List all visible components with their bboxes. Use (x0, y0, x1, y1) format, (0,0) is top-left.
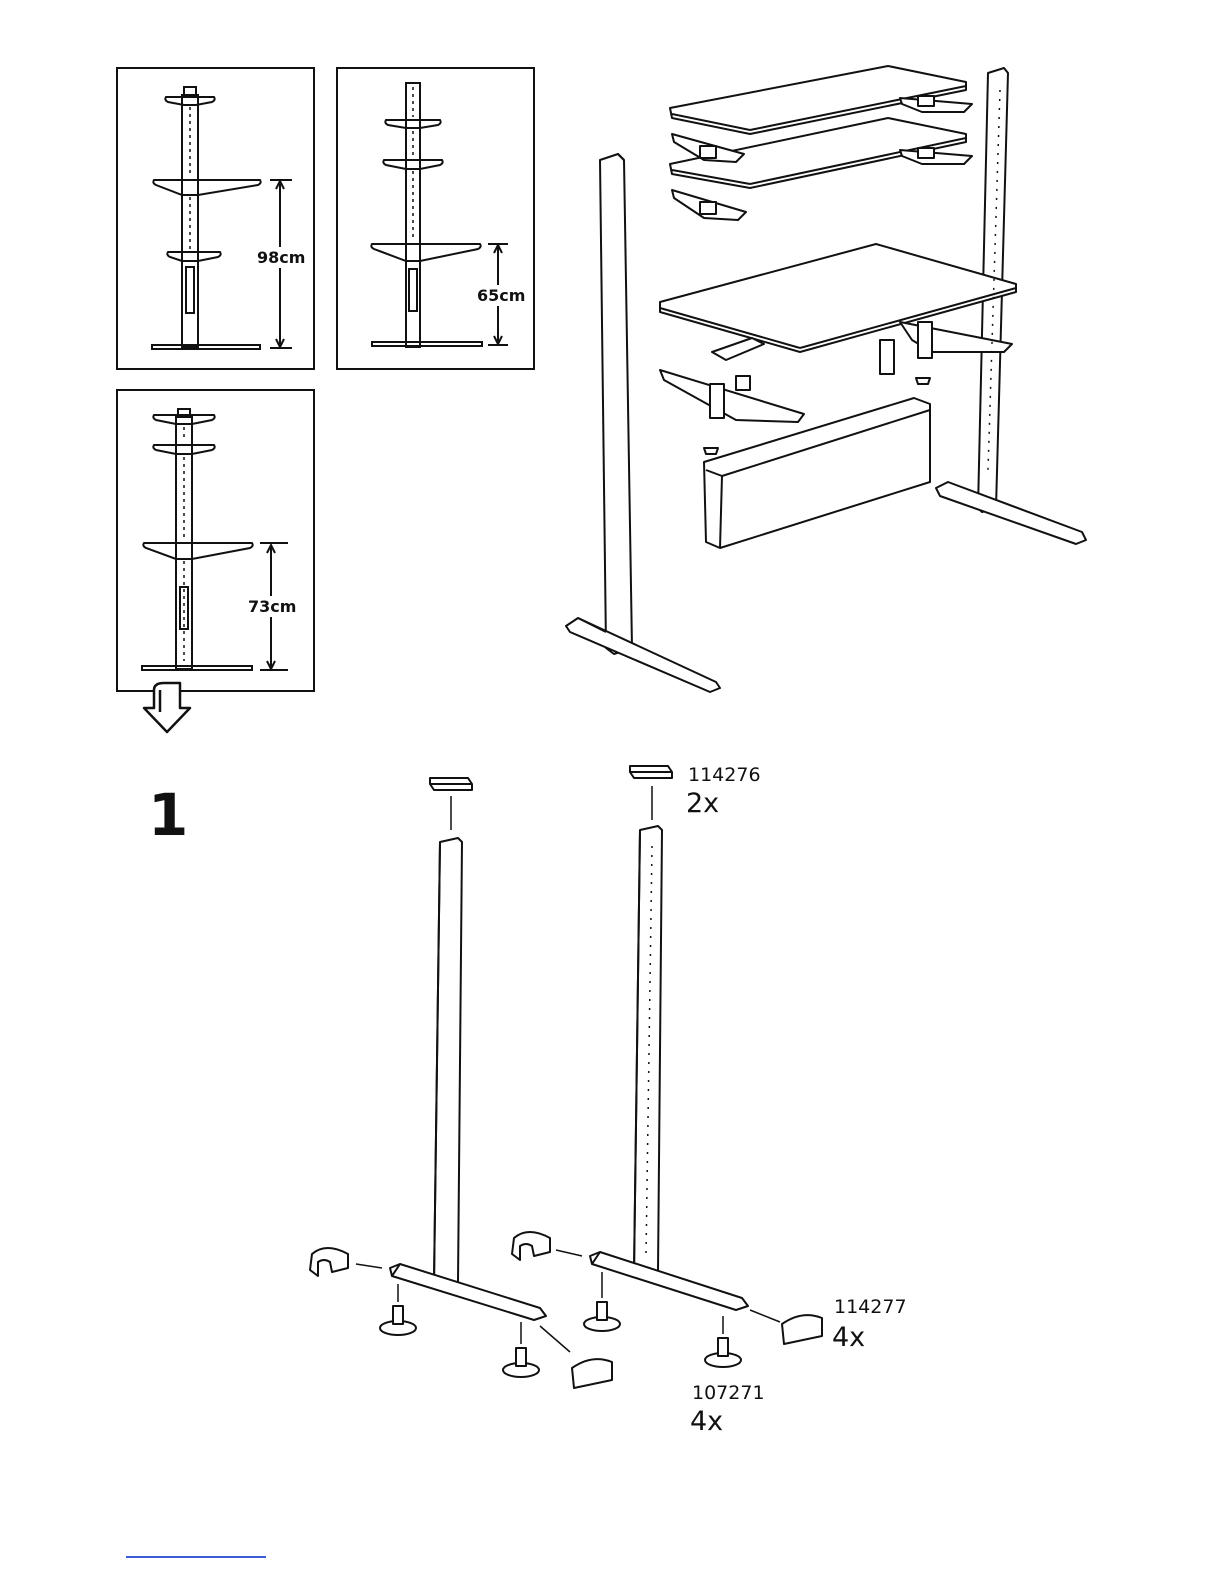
part-code: 114276 (688, 764, 761, 786)
end-cap-part (310, 1232, 822, 1388)
part-quantity: 2x (686, 788, 719, 819)
down-arrow-icon (144, 683, 190, 732)
top-cap-part (430, 766, 672, 790)
step-number: 1 (148, 786, 188, 844)
footer-divider (126, 1556, 266, 1558)
exploded-desk-view (566, 66, 1086, 692)
glide-foot-part (380, 1302, 741, 1377)
part-code: 107271 (692, 1382, 765, 1404)
part-quantity: 4x (832, 1322, 865, 1353)
part-quantity: 4x (690, 1406, 723, 1437)
step-1-assembly (310, 766, 822, 1388)
part-code: 114277 (834, 1296, 907, 1318)
